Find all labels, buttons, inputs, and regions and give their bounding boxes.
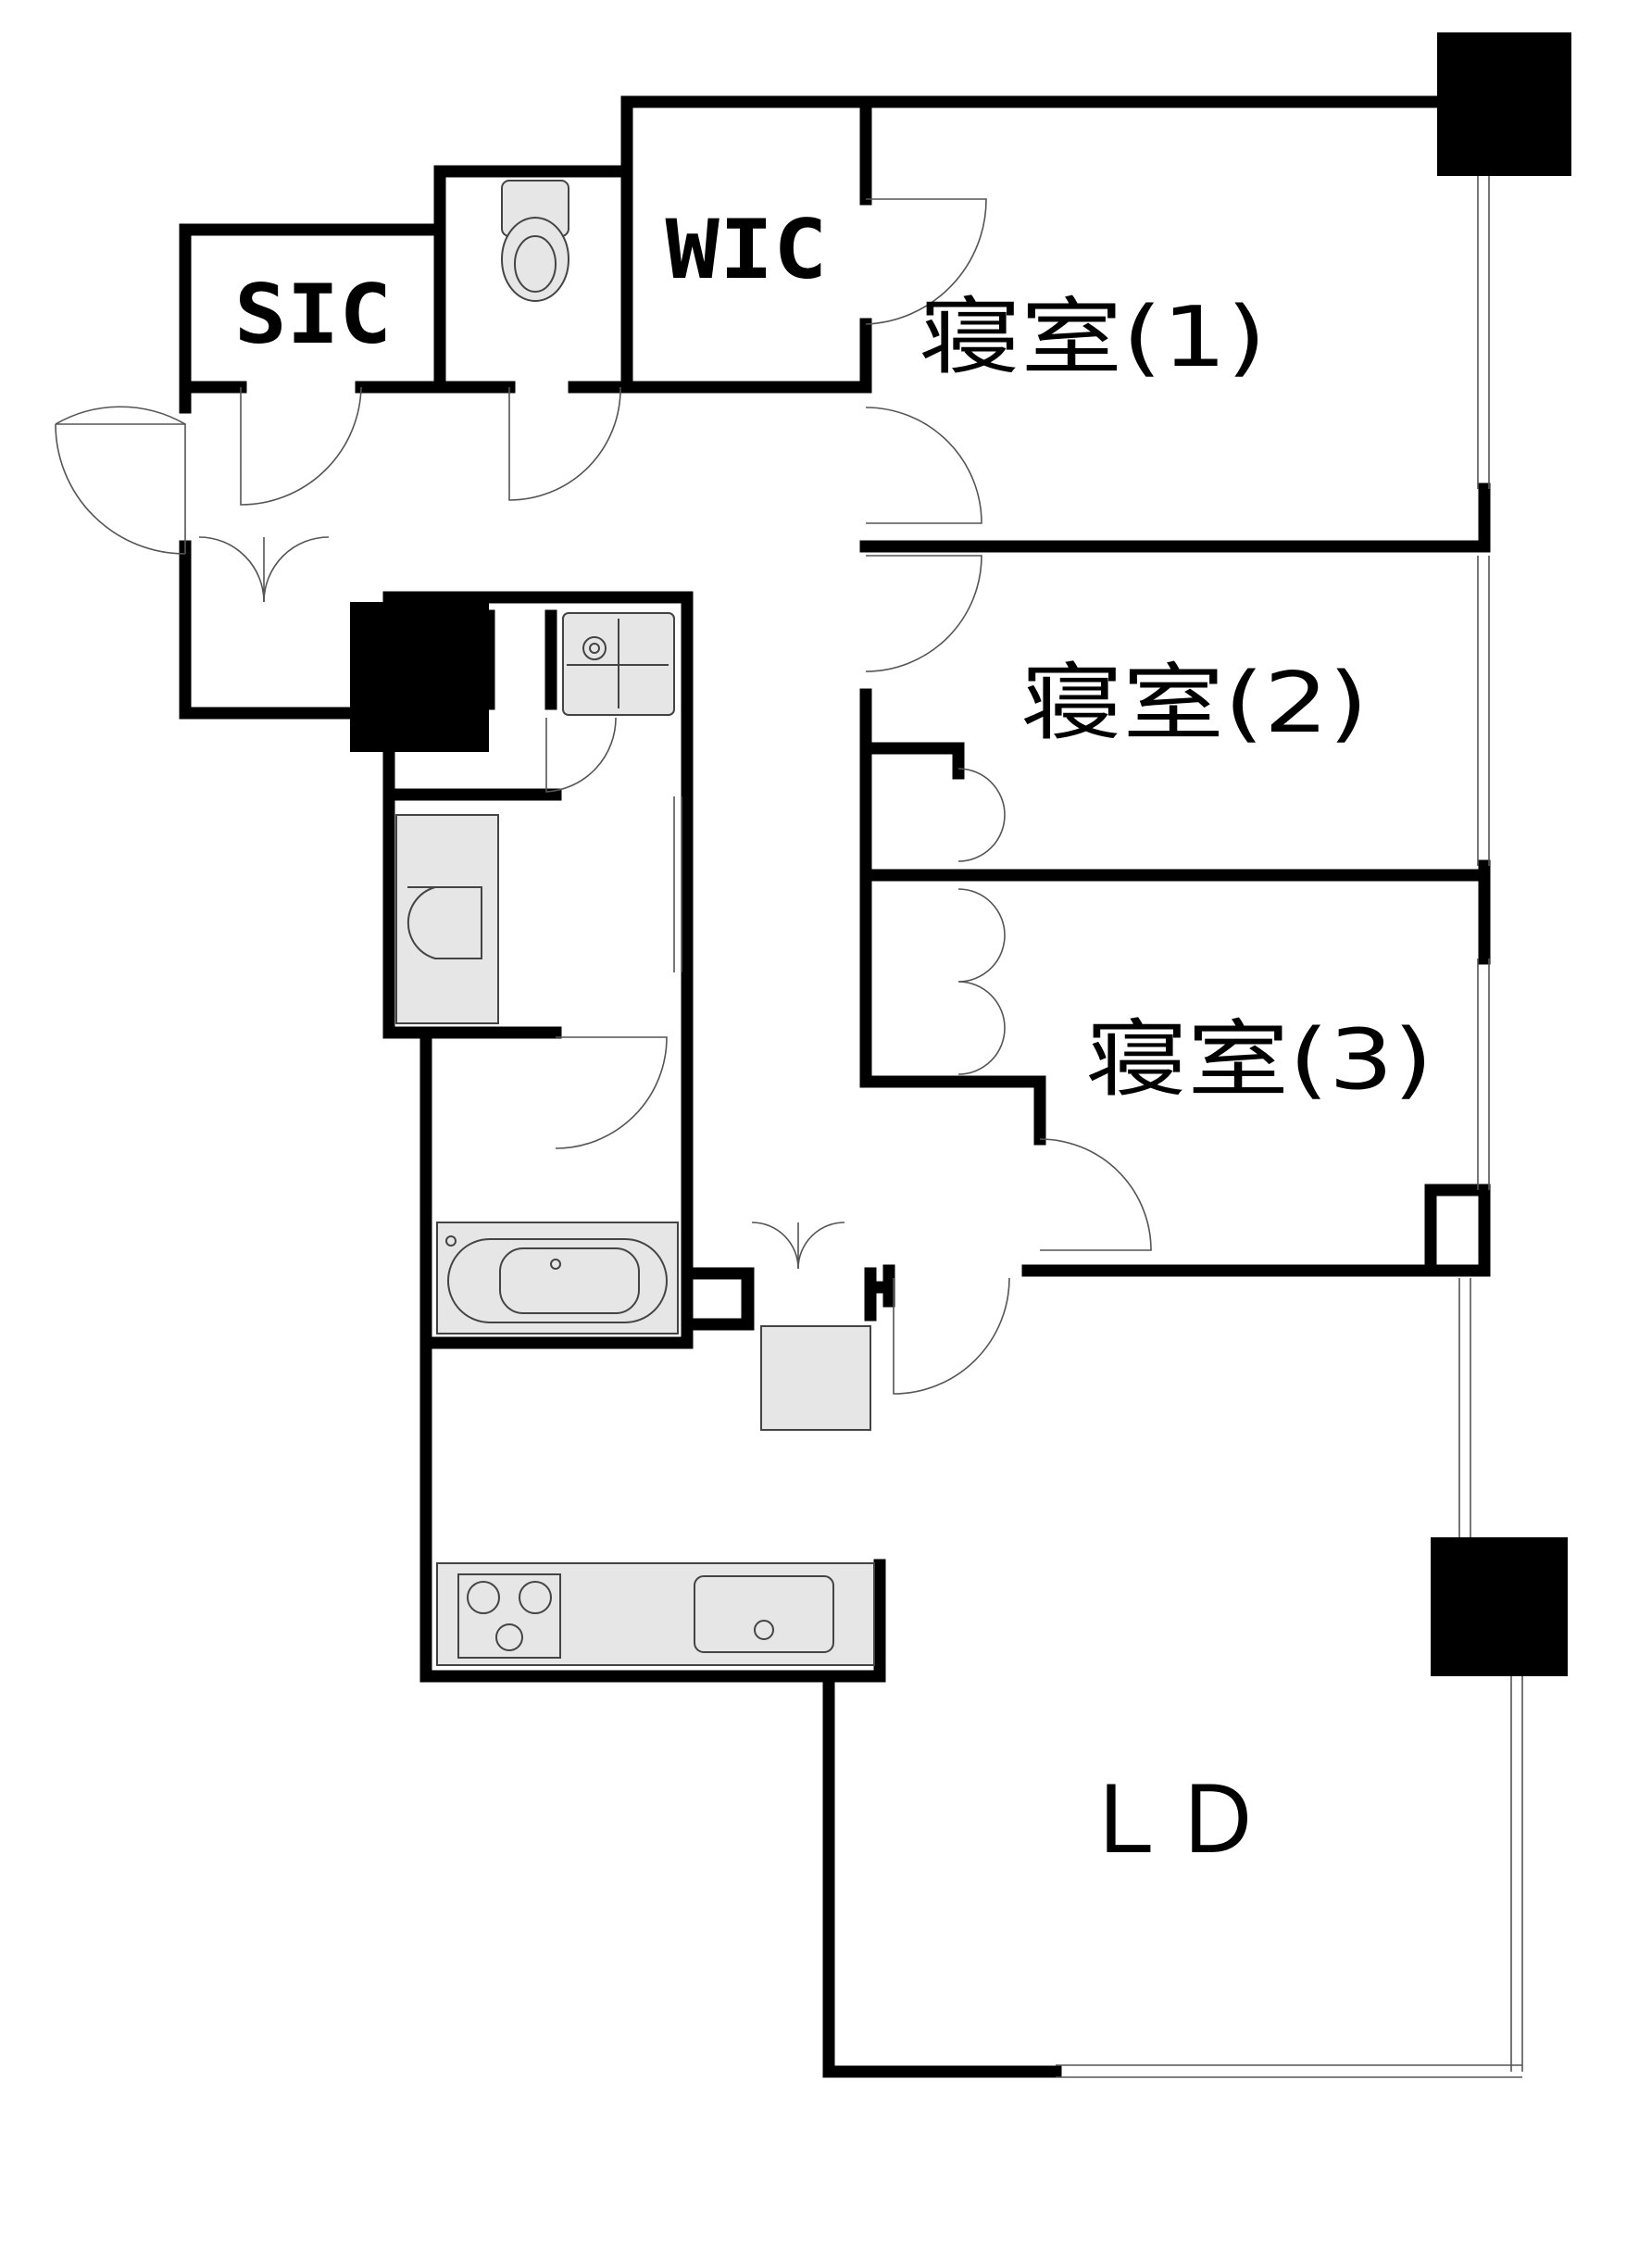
stove-burner-icon: [436, 1562, 875, 1666]
kitchen-sink-icon: [694, 1575, 834, 1653]
room-labels: SIC WIC 寝室(1) 寝室(2) 寝室(3) ＬＤ: [234, 202, 1433, 1874]
storage-shelf: [760, 1325, 871, 1431]
swing-door-icon: [55, 198, 1152, 1395]
bathtub-icon: [436, 1222, 679, 1334]
room-label-bedroom-2: 寝室(2): [1021, 655, 1369, 752]
structural-column-icon: [350, 32, 1571, 1676]
room-label-ld: ＬＤ: [1079, 1766, 1264, 1874]
room-label-bedroom-3: 寝室(3): [1086, 1011, 1433, 1109]
washing-machine-pan-icon: [562, 612, 675, 716]
walls: [179, 95, 1491, 2078]
room-label-wic: WIC: [666, 202, 828, 297]
room-label-sic: SIC: [234, 267, 392, 362]
windows: [673, 176, 1523, 2078]
washbasin-icon: [395, 814, 499, 1024]
double-door-icon: [198, 536, 1006, 1270]
room-label-bedroom-1: 寝室(1): [920, 289, 1267, 386]
toilet-icon: [501, 180, 569, 302]
